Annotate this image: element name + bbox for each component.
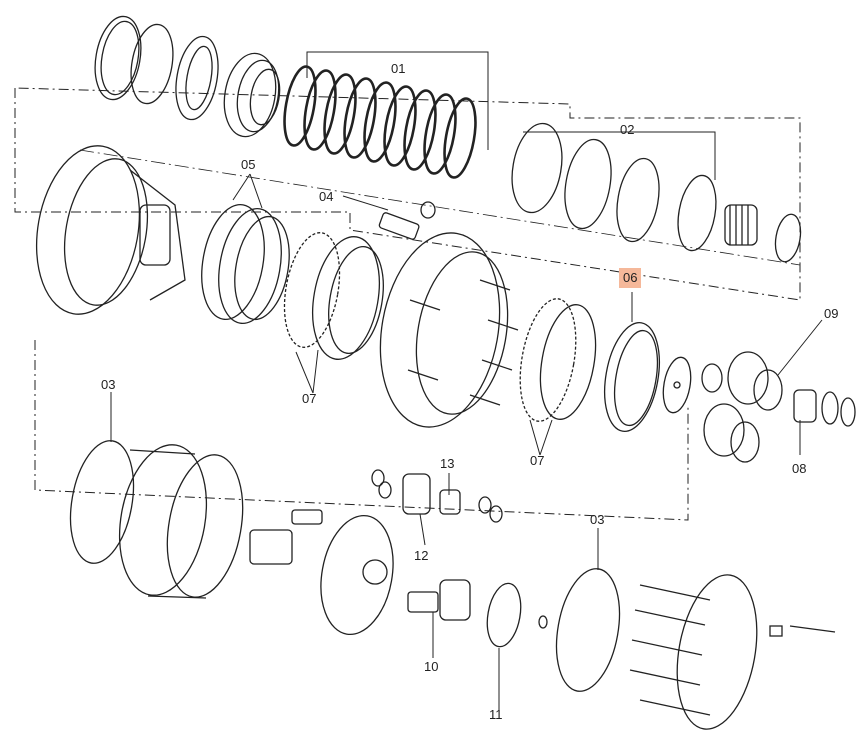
upper-taper-bearing [283,232,384,360]
part-label-03-left: 03 [101,377,116,392]
circlip [701,363,723,393]
part-06-ring [604,321,660,433]
part-label-12: 12 [414,548,429,563]
small-washers-left [371,469,392,499]
part-label-09: 09 [824,306,839,321]
thrust-plate-11 [486,582,522,648]
ring-gear [118,444,244,599]
seal-ring-pair [201,203,290,325]
small-retaining-ring [774,213,802,263]
cover-with-bolts [629,574,758,730]
centerline [79,149,801,266]
cover-bolt [769,625,836,637]
disc-stack [283,65,477,179]
part-label-04: 04 [319,189,334,204]
wheel-hub [379,232,519,428]
lower-o-ring-right [555,568,621,692]
needle-cage-13 [439,489,461,515]
part-label-01: 01 [391,61,406,76]
end-circlips [821,391,856,427]
motor-housing [35,145,186,315]
top-snap-ring-1 [94,15,142,101]
part-label-06: 06 [619,268,642,288]
group-frame-lower [34,340,689,521]
lower-o-ring-left [69,440,135,564]
top-roller-bearing [175,35,219,121]
part-label-13: 13 [440,456,455,471]
small-washers-right [478,496,503,523]
needle-bearing [793,389,817,423]
planet-carrier [320,514,394,636]
guide-pin [378,201,436,240]
top-snap-ring-2 [130,23,174,105]
part-label-05: 05 [241,157,256,172]
part-label-11: 11 [489,707,503,722]
small-spline-gear [724,204,758,246]
part-label-03-right: 03 [590,512,605,527]
thrust-washer [662,356,692,414]
planet-pin [291,509,323,525]
sun-gear-shaft [249,529,293,565]
planet-gear-cluster [703,351,783,463]
part-label-02: 02 [620,122,635,137]
part-label-07-right: 07 [530,453,545,468]
top-seal [223,52,281,138]
lower-taper-bearing [519,298,597,422]
leader-lines [110,51,823,710]
output-shaft [407,579,471,621]
small-nut [538,615,548,629]
group-frame-upper [14,87,801,301]
part-label-07-left: 07 [302,391,317,406]
part-label-10: 10 [424,659,439,674]
o-ring-set [511,122,717,252]
part-label-08: 08 [792,461,807,476]
planet-gear-12 [402,473,431,515]
